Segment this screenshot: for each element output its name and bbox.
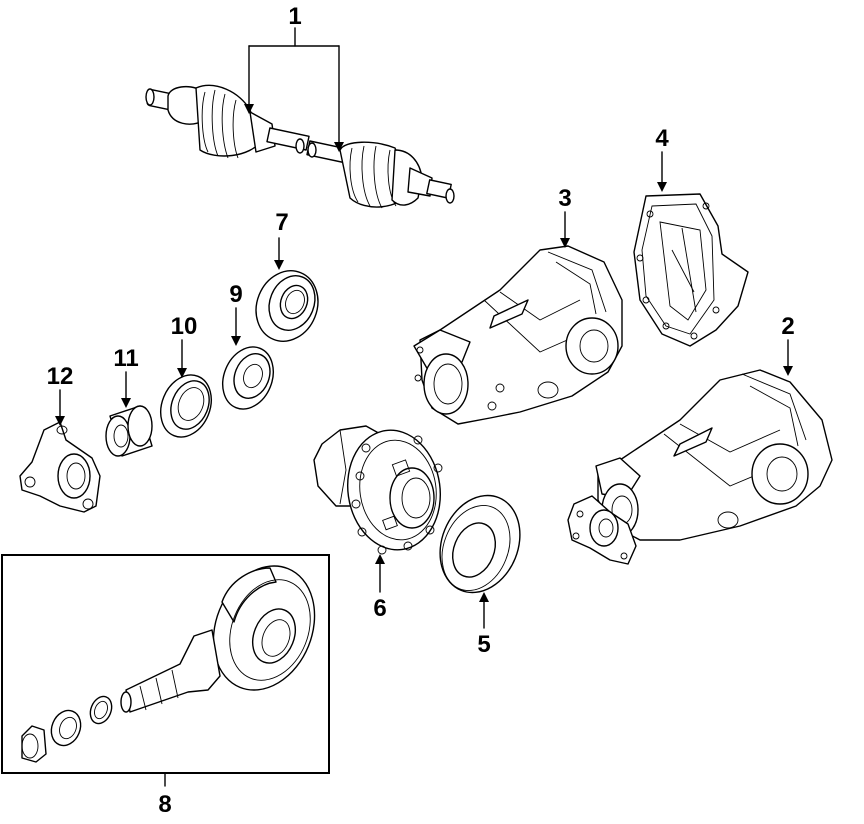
callout-3: 3 xyxy=(558,185,571,212)
part-8-ring-pinion-set: 8 xyxy=(1,554,330,818)
callout-11: 11 xyxy=(113,345,138,372)
callout-5: 5 xyxy=(477,631,490,658)
axle-shaft-assembly: 1 xyxy=(145,3,455,209)
callout-7: 7 xyxy=(275,209,288,236)
callout-4: 4 xyxy=(655,125,669,152)
part-6-differential-case: 6 xyxy=(313,425,443,622)
callout-8: 8 xyxy=(158,791,171,818)
callout-1: 1 xyxy=(288,3,301,30)
part-7-seal: 7 xyxy=(255,209,319,342)
part-11-bearing: 11 xyxy=(105,345,153,457)
part-9-seal: 9 xyxy=(222,281,274,410)
callout-2: 2 xyxy=(781,313,794,340)
part-2-differential-assembly: 2 xyxy=(567,313,833,565)
part-5-shim: 5 xyxy=(439,494,521,658)
part-12-flange: 12 xyxy=(19,363,101,513)
callout-9: 9 xyxy=(229,281,242,308)
callout-12: 12 xyxy=(47,363,74,390)
part-10-bearing: 10 xyxy=(160,313,212,438)
part-4-cover: 4 xyxy=(633,125,749,347)
part-3-housing: 3 xyxy=(413,185,623,425)
callout-10: 10 xyxy=(171,313,198,340)
callout-6: 6 xyxy=(373,595,386,622)
